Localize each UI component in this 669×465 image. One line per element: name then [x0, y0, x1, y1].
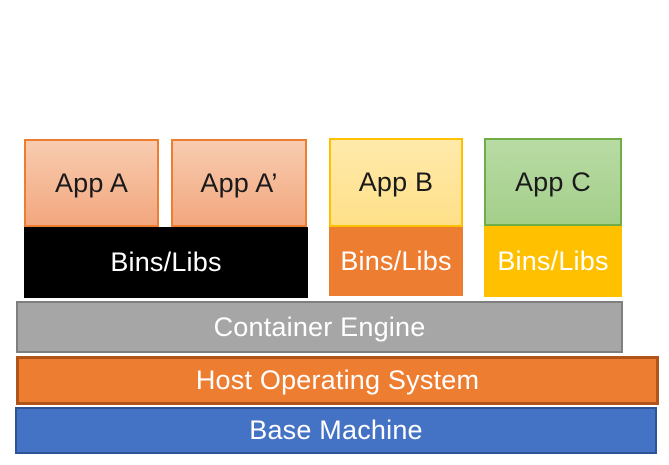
host-operating-system-layer: Host Operating System — [16, 356, 659, 405]
bins-libs-app-b-box: Bins/Libs — [329, 227, 463, 296]
base-machine-label: Base Machine — [249, 415, 423, 445]
app-a-box: App A — [24, 139, 159, 227]
bins-libs-app-c-label: Bins/Libs — [497, 246, 609, 276]
app-c-box: App C — [484, 138, 622, 226]
app-b-label: App B — [358, 167, 434, 197]
app-a-prime-label: App A’ — [200, 167, 278, 198]
bins-libs-app-b-label: Bins/Libs — [340, 246, 452, 276]
app-b-box: App B — [329, 138, 463, 227]
app-c-label: App C — [514, 166, 592, 197]
app-a-prime-box: App A’ — [171, 139, 307, 227]
bins-libs-shared-label: Bins/Libs — [110, 247, 222, 277]
container-engine-label: Container Engine — [213, 311, 426, 342]
container-engine-layer: Container Engine — [16, 301, 623, 353]
host-operating-system-label: Host Operating System — [195, 365, 480, 395]
bins-libs-shared-box: Bins/Libs — [24, 227, 308, 298]
bins-libs-app-c-box: Bins/Libs — [484, 226, 622, 297]
base-machine-layer: Base Machine — [15, 407, 657, 454]
app-a-label: App A — [54, 167, 129, 198]
